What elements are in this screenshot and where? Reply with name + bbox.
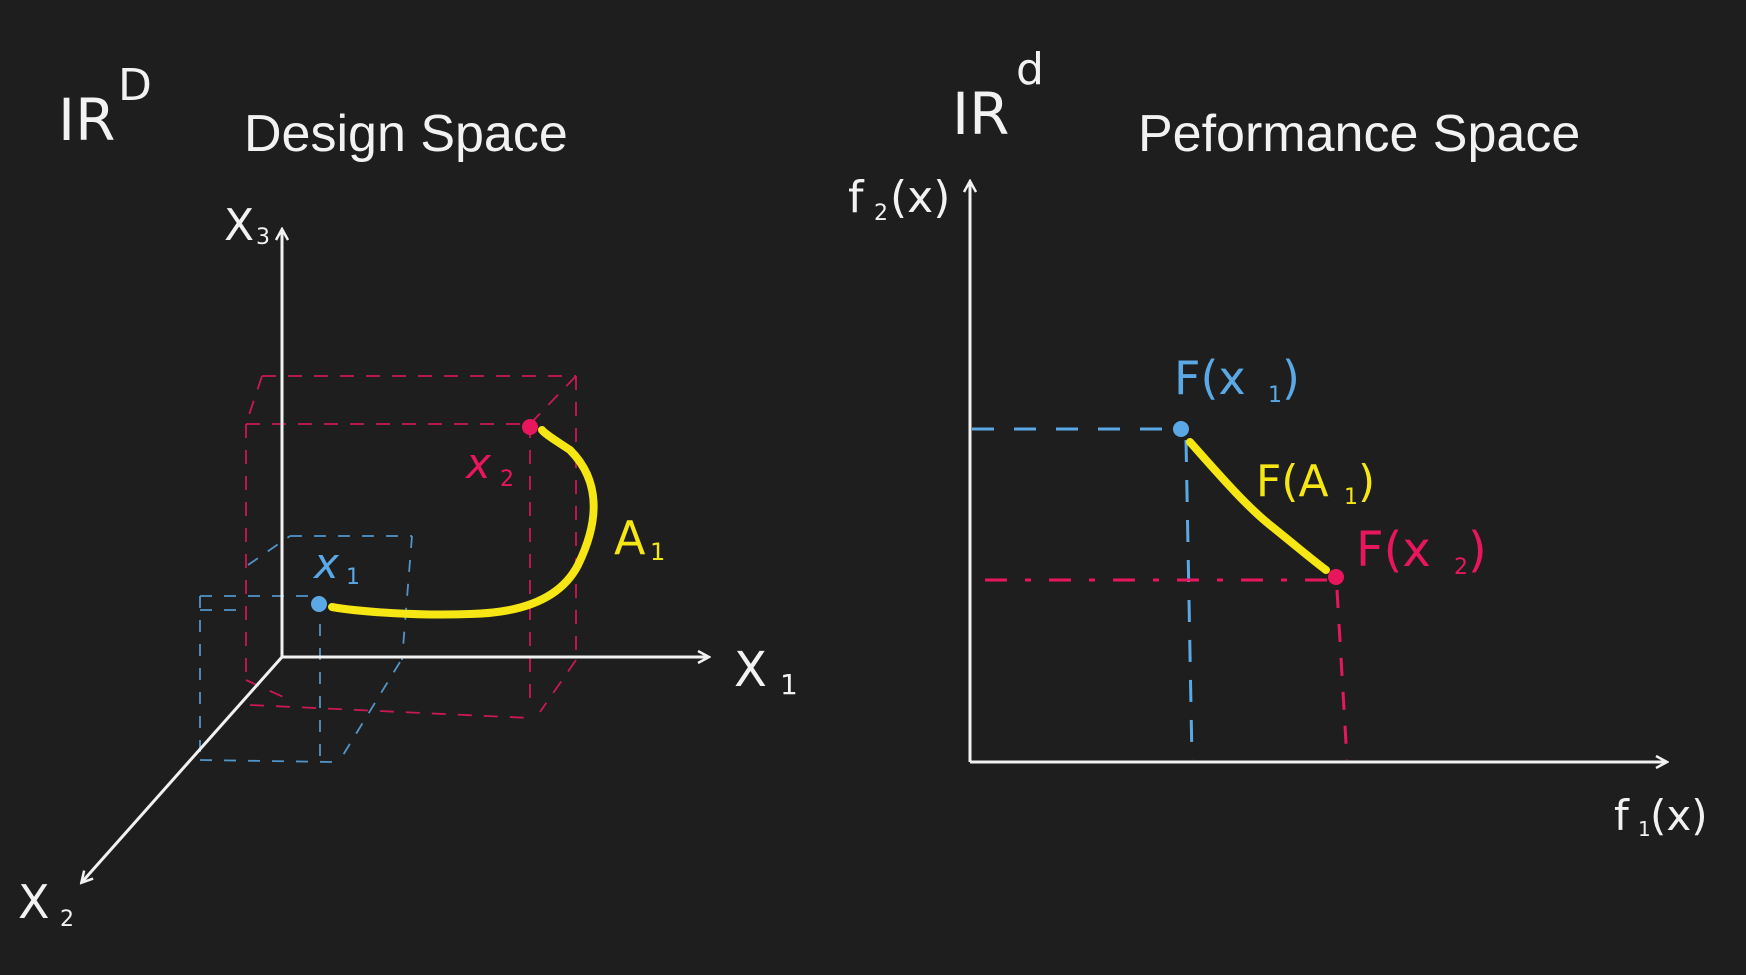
- performance-space-panel: IR d f 2 (x) f 1 (x): [848, 44, 1708, 841]
- performance-space-symbol-base: IR: [952, 80, 1009, 148]
- curve-a1-label-base: A: [614, 511, 646, 565]
- curve-fa1-label-close: ): [1358, 456, 1375, 507]
- performance-space-symbol-sup: d: [1016, 44, 1044, 95]
- point-fx2-label-sub: 2: [1454, 555, 1468, 580]
- point-fx1-label-base: F(x: [1174, 351, 1246, 405]
- f2-axis-label-arg: (x): [890, 172, 950, 223]
- design-space-symbol-base: IR: [58, 86, 115, 154]
- design-space-symbol-sup: D: [118, 60, 152, 111]
- x1-axis-label-sub: 1: [780, 668, 798, 701]
- fx1-vertical-projection: [1184, 439, 1194, 761]
- point-x2-label: x 2: [464, 439, 514, 492]
- f1-axis-label-arg: (x): [1650, 791, 1708, 840]
- point-x1-label-sub: 1: [346, 565, 360, 590]
- x3-axis-label-base: X: [224, 200, 254, 251]
- f1-axis-label: f 1 (x): [1614, 791, 1708, 841]
- x2-axis-label-base: X: [18, 875, 50, 929]
- x2-axis: [82, 656, 284, 882]
- x2-axis-label-sub: 2: [60, 907, 74, 932]
- f2-axis-label: f 2 (x): [848, 172, 950, 226]
- point-fx1-label-sub: 1: [1268, 383, 1282, 408]
- x2-axis-label: X 2: [18, 875, 74, 932]
- curve-a1-label: A 1: [614, 511, 665, 566]
- fx2-vertical-projection: [1335, 589, 1349, 761]
- f2-axis-label-sub: 2: [874, 201, 888, 226]
- x1-region-box: [199, 535, 413, 763]
- curve-a1: [328, 426, 598, 619]
- curve-fa1-label-base: F(A: [1256, 456, 1329, 507]
- point-x2: [522, 419, 538, 435]
- design-space-panel: IR D: [18, 60, 798, 932]
- point-x1-label-base: x: [312, 539, 340, 588]
- f1-axis-label-sub: 1: [1638, 817, 1651, 841]
- x2-region-box: [245, 375, 577, 719]
- curve-fa1-label-sub: 1: [1344, 485, 1358, 510]
- x1-axis-label: X 1: [734, 642, 798, 701]
- f2-axis-label-base: f: [848, 172, 865, 223]
- point-fx2-label-close: ): [1468, 522, 1487, 578]
- point-x2-label-base: x: [464, 439, 492, 488]
- x3-axis-label: X 3: [224, 200, 270, 251]
- point-fx2-label-base: F(x: [1356, 522, 1431, 578]
- x1-axis-label-base: X: [734, 642, 767, 698]
- curve-a1-label-sub: 1: [650, 538, 665, 566]
- point-fx1-label-close: ): [1282, 351, 1300, 405]
- point-x2-label-sub: 2: [500, 467, 514, 492]
- x3-axis-label-sub: 3: [256, 225, 270, 250]
- curve-fa1-label: F(A 1 ): [1256, 456, 1375, 510]
- performance-space-symbol: IR d: [952, 44, 1044, 148]
- design-space-title: Design Space: [244, 105, 568, 163]
- curve-fa1: [1186, 438, 1330, 574]
- point-x1: [311, 596, 327, 612]
- f1-axis-label-base: f: [1614, 791, 1630, 840]
- point-fx2: [1328, 569, 1344, 585]
- point-fx2-label: F(x 2 ): [1356, 522, 1487, 580]
- design-space-symbol: IR D: [58, 60, 152, 154]
- performance-space-title: Peformance Space: [1138, 105, 1581, 163]
- point-fx1: [1173, 421, 1189, 437]
- point-fx1-label: F(x 1 ): [1174, 351, 1300, 408]
- point-x1-label: x 1: [312, 539, 360, 590]
